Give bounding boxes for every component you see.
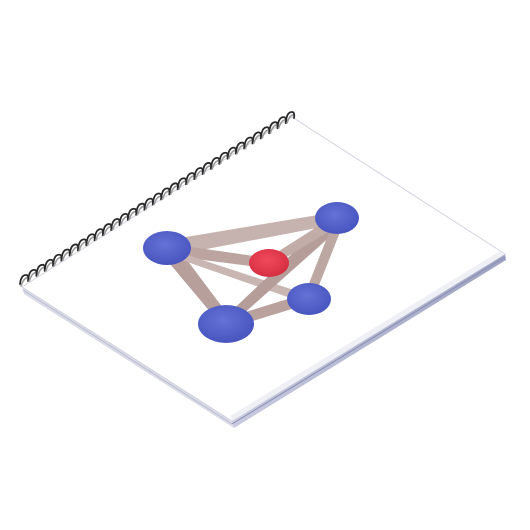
atom-top-right (315, 202, 359, 234)
atom-right (287, 283, 331, 315)
bond-left-bottom (160, 248, 232, 326)
atom-left (143, 231, 191, 265)
bond-topright-rightsmall (304, 220, 344, 298)
atom-bottom (198, 305, 254, 343)
bond-left-rightsmall (172, 250, 306, 302)
cover-shading (230, 251, 505, 421)
page-edge-bottom (232, 254, 506, 428)
atom-center (249, 249, 289, 277)
molecule-artwork (143, 202, 359, 343)
bond-left-red (170, 244, 268, 268)
spiral-binding (19, 111, 296, 287)
spiral-coil (285, 111, 296, 124)
bond-left-topright (168, 212, 338, 256)
notebook-edge (22, 254, 506, 428)
